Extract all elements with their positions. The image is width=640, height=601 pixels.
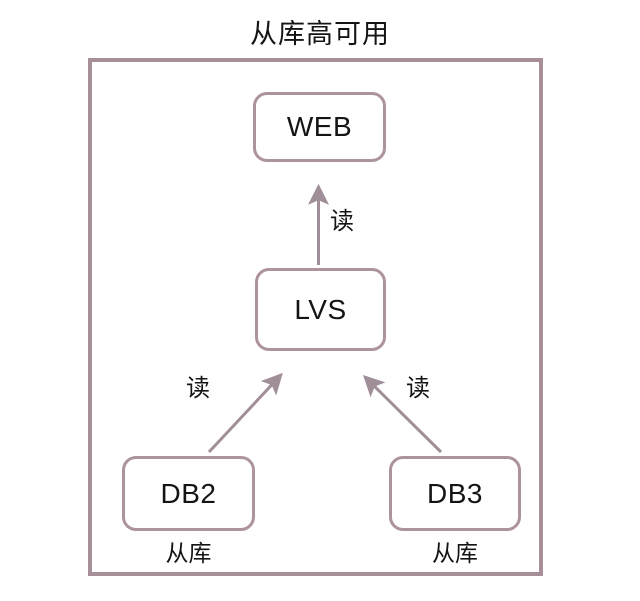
node-db3[interactable]: DB3 [389, 456, 521, 531]
node-db2-caption: 从库 [165, 540, 212, 566]
diagram-title: 从库高可用 [250, 19, 390, 49]
node-web[interactable]: WEB [253, 92, 386, 162]
edge-label-lvs-to-web: 读 [330, 208, 354, 235]
node-lvs-label: LVS [294, 293, 347, 325]
node-db3-caption: 从库 [432, 540, 478, 566]
node-db3-label: DB3 [427, 477, 483, 509]
edge-label-db2-to-lvs: 读 [186, 375, 210, 402]
edge-label-db3-to-lvs: 读 [406, 375, 430, 402]
node-lvs[interactable]: LVS [255, 268, 386, 351]
node-db2-label: DB2 [160, 477, 217, 509]
node-web-label: WEB [286, 111, 353, 142]
diagram-outer-frame [88, 58, 543, 576]
node-db2[interactable]: DB2 [122, 456, 255, 531]
